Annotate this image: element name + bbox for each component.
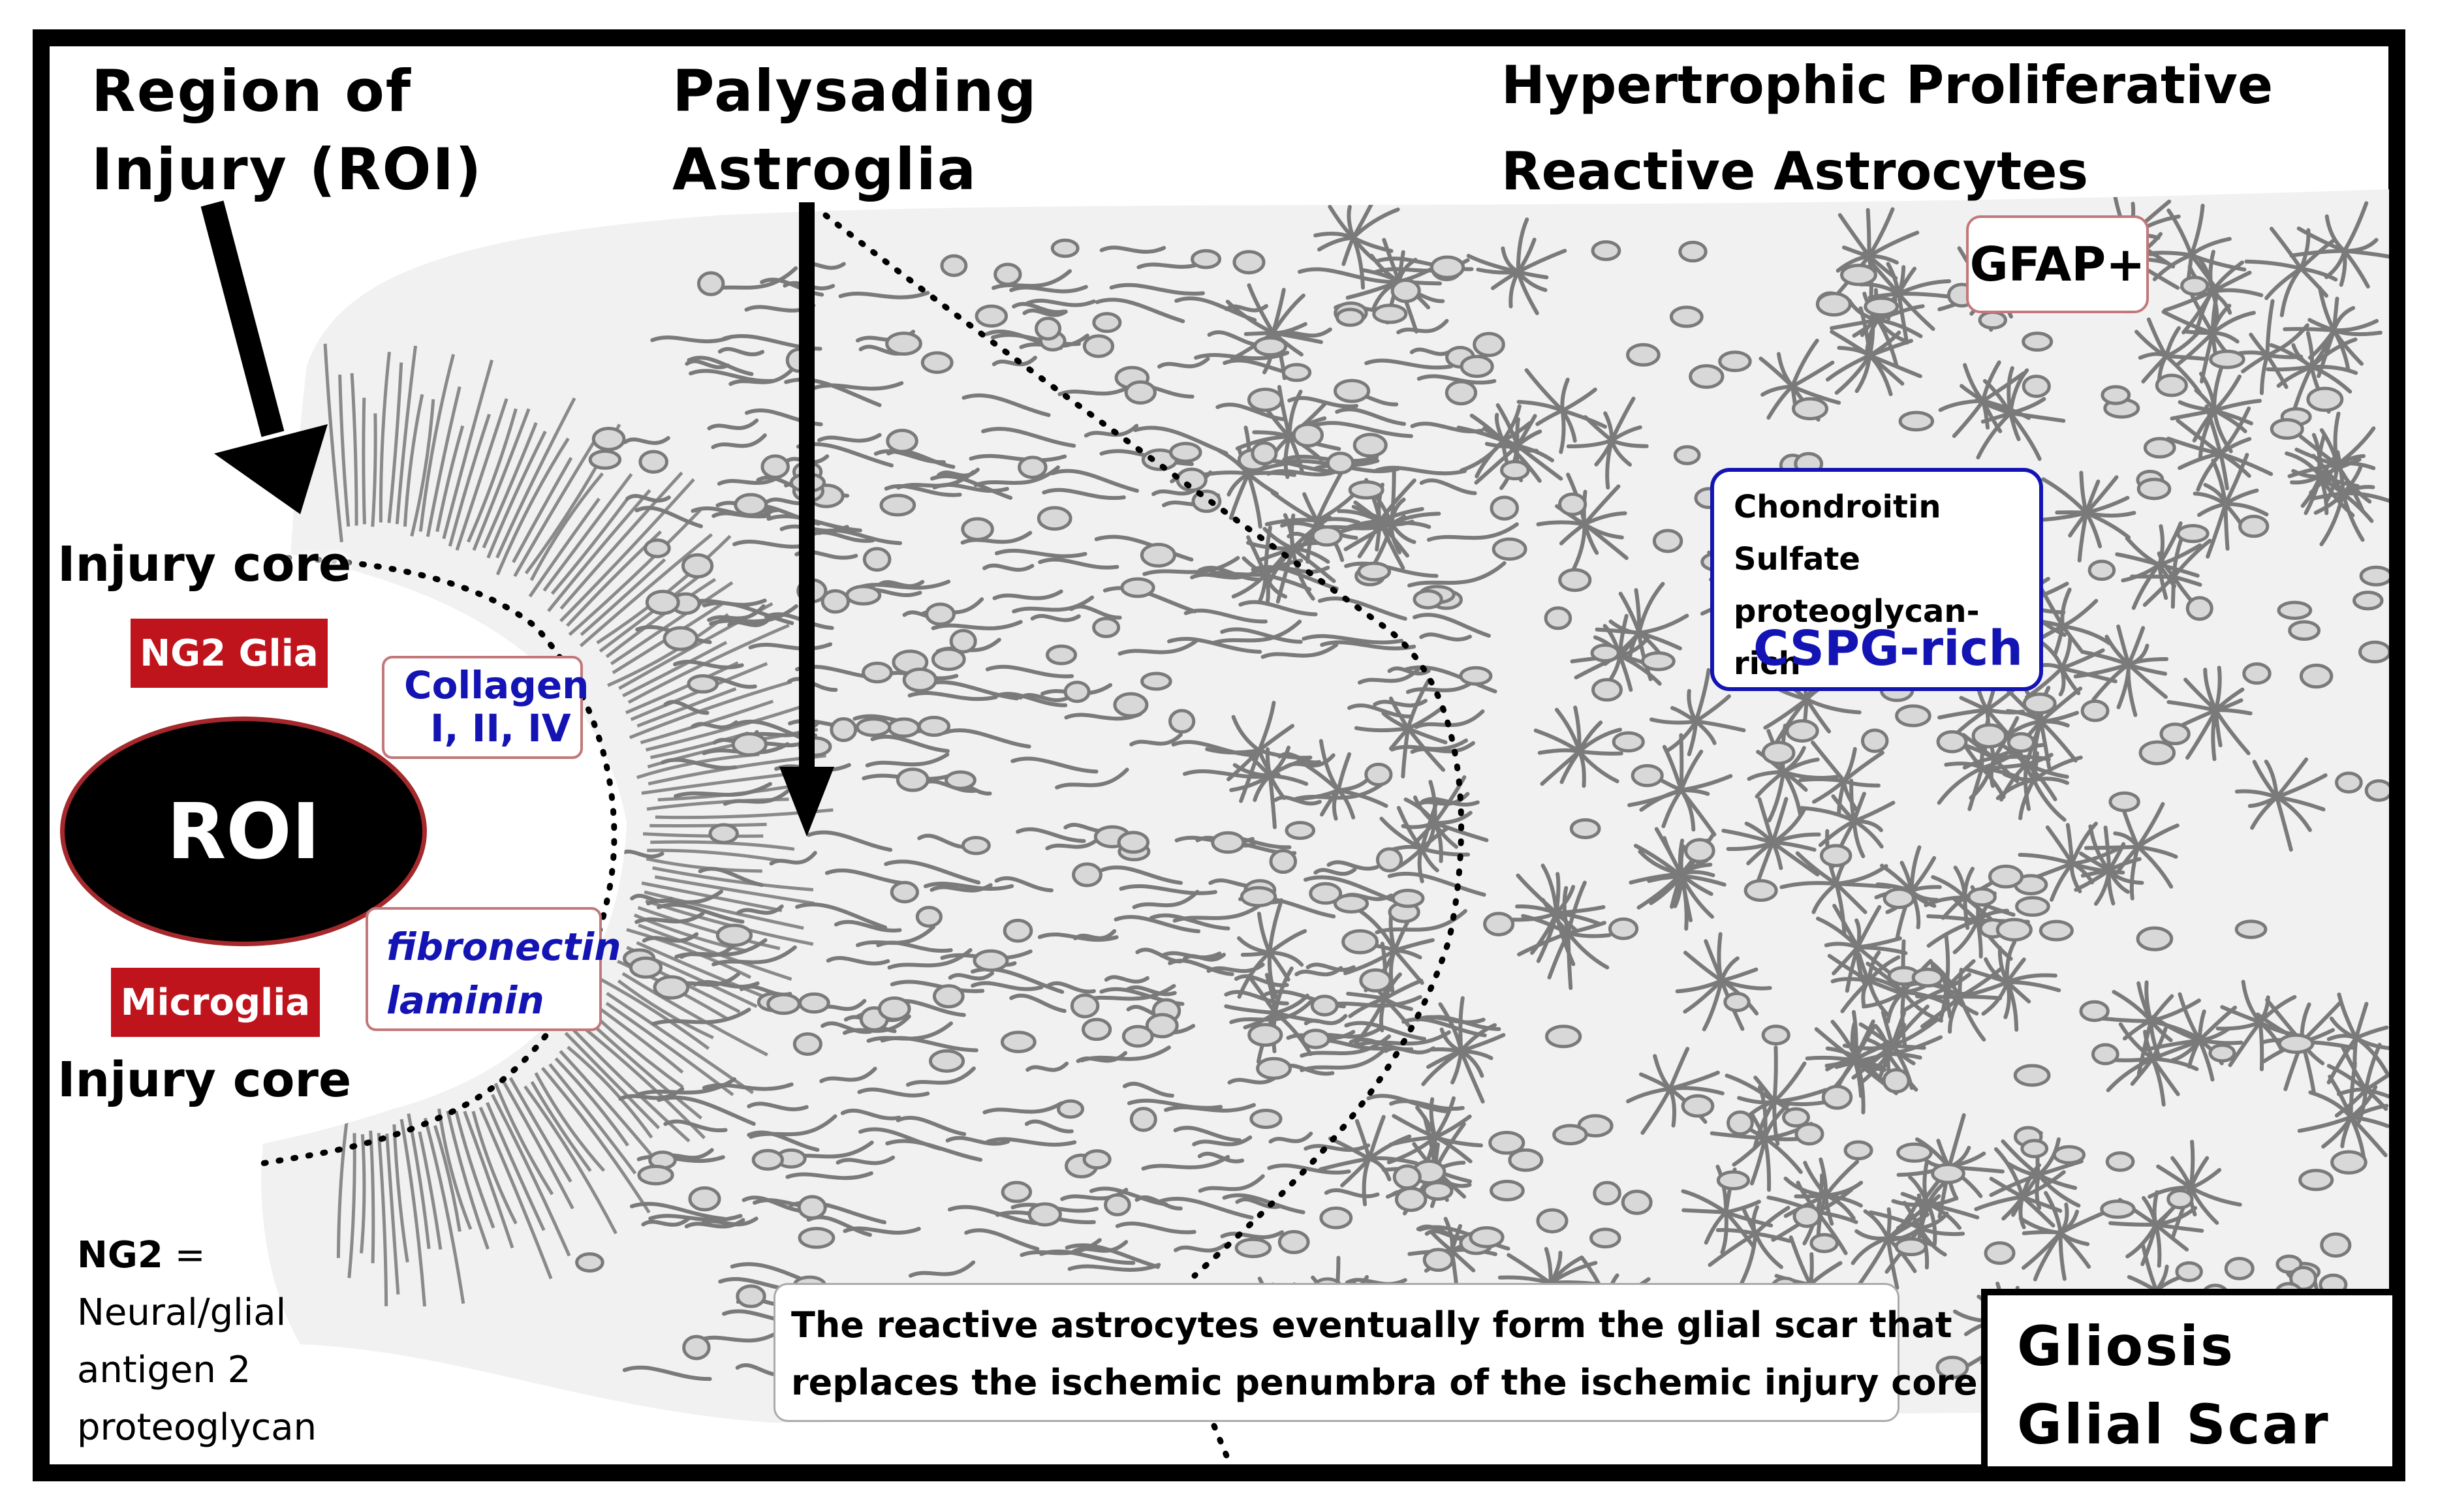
ng2-def-line3: antigen 2 [77, 1349, 251, 1391]
microglia-badge: Microglia [111, 968, 320, 1037]
fibronectin-laminin-box: fibronectin laminin [366, 907, 621, 1031]
laminin-label: laminin [386, 978, 544, 1023]
cspg-line2: Sulfate [1734, 541, 1860, 578]
gfap-label: GFAP+ [1969, 237, 2146, 292]
gliosis-box: Gliosis Glial Scar [1981, 1289, 2399, 1473]
palysading-line1: Palysading [672, 57, 1038, 125]
ng2-definition: NG2 = Neural/glial antigen 2 proteoglyca… [77, 1227, 317, 1457]
roi-arrow [200, 200, 328, 514]
gliosis-label: Gliosis [2017, 1314, 2236, 1378]
cspg-box: Chondroitin Sulfate proteoglycan-rich CS… [1710, 468, 2043, 691]
hypertrophic-line2: Reactive Astrocytes [1501, 141, 2089, 202]
roi-label: ROI [166, 786, 320, 876]
ng2-def-line4: proteoglycan [77, 1406, 317, 1449]
note-line1: The reactive astrocytes eventually form … [791, 1304, 1952, 1346]
note-line2: replaces the ischemic penumbra of the is… [791, 1362, 1978, 1403]
injury-core-boundary [251, 555, 617, 1168]
cspg-rich-label: CSPG-rich [1753, 621, 2024, 677]
region-of-injury-title: Region of Injury (ROI) [91, 52, 482, 209]
gfap-box: GFAP+ [1966, 215, 2149, 313]
cspg-text-block: Chondroitin Sulfate proteoglycan-rich [1734, 481, 2039, 690]
injury-core-top-label: Injury core [57, 536, 352, 593]
ng2-glia-label: NG2 Glia [140, 632, 319, 675]
ng2-def-line2: Neural/glial [77, 1291, 287, 1334]
region-of-injury-line2: Injury (ROI) [91, 136, 483, 203]
microglia-label: Microglia [120, 981, 311, 1024]
ng2-def-abbrev: NG2 [77, 1234, 163, 1276]
gliosis-text: Gliosis Glial Scar [2017, 1307, 2330, 1464]
note-text: The reactive astrocytes eventually form … [791, 1297, 1978, 1412]
injury-core-bottom-label: Injury core [57, 1052, 352, 1108]
collagen-line1: Collagen [404, 663, 589, 707]
cspg-line3: proteoglycan-rich [1734, 593, 1980, 682]
palysading-title: Palysading Astroglia [672, 52, 1038, 209]
roi-ellipse [60, 717, 427, 946]
ng2-glia-badge: NG2 Glia [131, 619, 328, 688]
cspg-line1: Chondroitin [1734, 489, 1941, 525]
ng2-def-eq: = [163, 1234, 206, 1276]
hypertrophic-line1: Hypertrophic Proliferative [1501, 55, 2274, 116]
penumbra-boundary-tail [1211, 1423, 1234, 1468]
hypertrophic-title: Hypertrophic Proliferative Reactive Astr… [1501, 42, 2273, 215]
palysading-arrow [779, 202, 834, 837]
penumbra-boundary [822, 212, 1465, 1279]
collagen-box: Collagen I, II, IV [382, 656, 589, 759]
fibronectin-label: fibronectin [386, 925, 621, 969]
palysading-line2: Astroglia [672, 136, 978, 203]
region-of-injury-line1: Region of [91, 57, 413, 125]
glial-scar-note-box: The reactive astrocytes eventually form … [774, 1283, 1978, 1422]
glial-scar-label: Glial Scar [2017, 1393, 2330, 1457]
collagen-line2: I, II, IV [430, 706, 571, 750]
